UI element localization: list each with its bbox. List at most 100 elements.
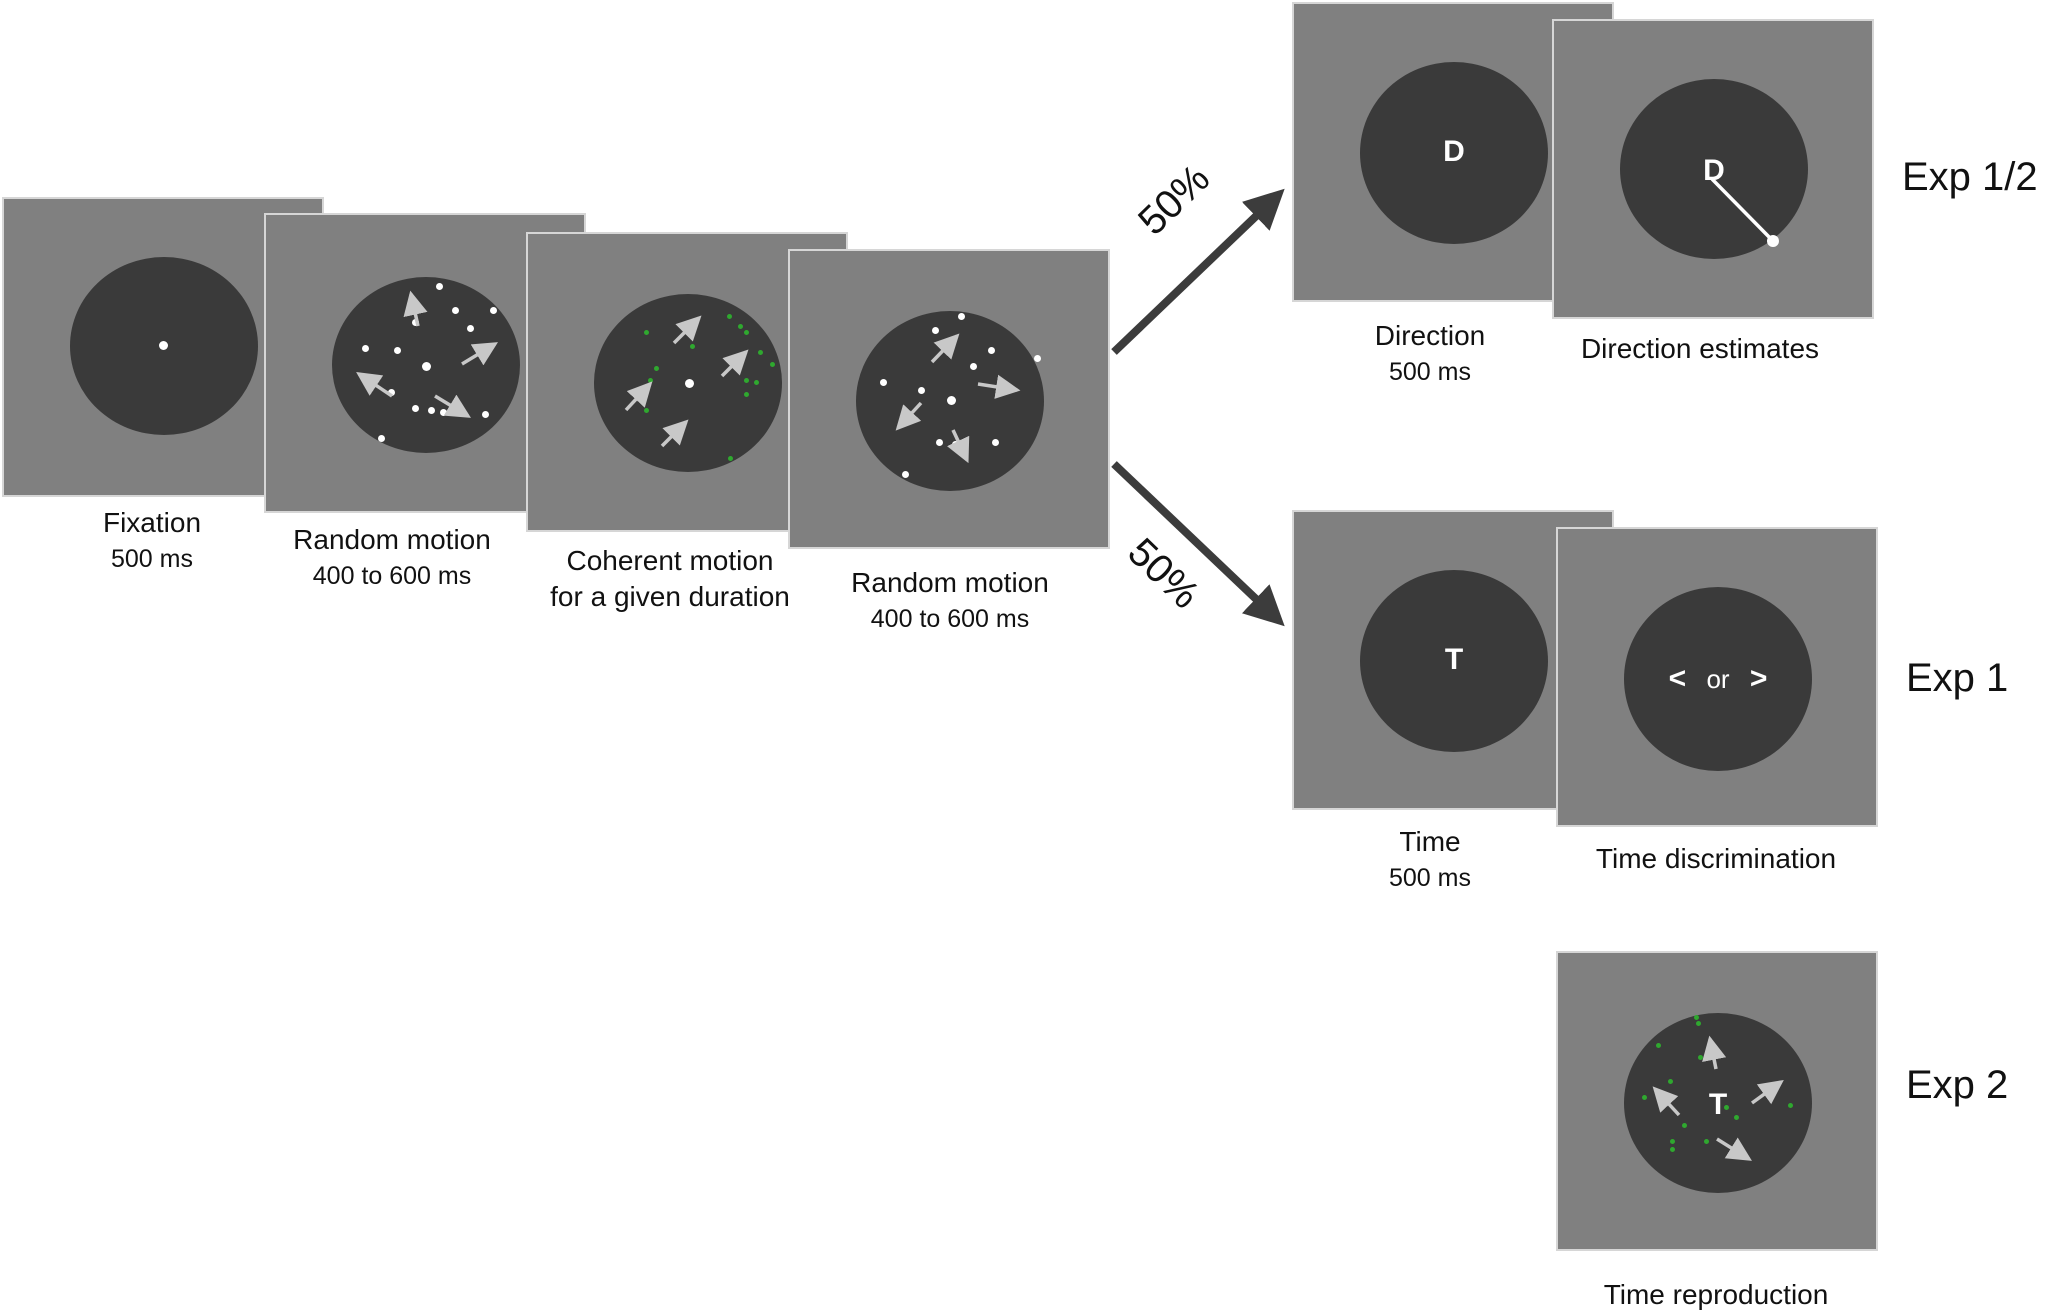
motion-arrow (624, 381, 653, 412)
or-text: or (1706, 664, 1730, 694)
motion-dot (482, 411, 489, 418)
coherent-dot (1668, 1079, 1673, 1084)
coherent-dot (727, 314, 732, 319)
coherent-dot (770, 362, 775, 367)
exp-1-label: Exp 1 (1906, 656, 2009, 700)
motion-arrow (895, 401, 923, 431)
random-motion-1-caption: Random motion 400 to 600 ms (262, 522, 522, 594)
motion-dot (362, 345, 369, 352)
motion-dot (918, 387, 925, 394)
time-discrimination-frame: < or > (1556, 527, 1878, 827)
coherent-dot (1698, 1055, 1703, 1060)
coherent-motion-line1: Coherent motion (566, 545, 774, 576)
motion-arrow (1750, 1079, 1784, 1105)
coherent-dot (1724, 1105, 1729, 1110)
time-reproduction-title: Time reproduction (1603, 1279, 1829, 1310)
coherent-dot (654, 366, 659, 371)
coherent-dot (738, 324, 743, 329)
random-motion-frame-2 (788, 249, 1110, 549)
time-discrimination-choice: < or > (1624, 661, 1812, 697)
motion-dot (440, 409, 447, 416)
random-motion-2-title: Random motion (851, 567, 1049, 598)
motion-dot (936, 439, 943, 446)
lower-branch-arrow (1111, 461, 1285, 627)
motion-arrow (461, 342, 498, 366)
coherent-dot (1788, 1103, 1793, 1108)
coherent-dot (1670, 1147, 1675, 1152)
coherent-dot (1734, 1115, 1739, 1120)
motion-arrow (1702, 1035, 1727, 1070)
motion-dot (992, 439, 999, 446)
motion-dot (490, 307, 497, 314)
coherent-dot (648, 378, 653, 383)
motion-arrow (672, 315, 702, 345)
coherent-dot (744, 392, 749, 397)
direction-estimates-caption: Direction estimates (1540, 331, 1860, 367)
time-reproduction-cue-letter: T (1708, 1088, 1728, 1121)
exp-1-2-label: Exp 1/2 (1902, 155, 2038, 199)
motion-dot (436, 283, 443, 290)
time-reproduction-arrows (1652, 1035, 1784, 1161)
fixation-caption: Fixation 500 ms (52, 505, 252, 577)
direction-estimates-frame: D (1552, 19, 1874, 319)
motion-arrow (403, 290, 428, 327)
motion-dot (932, 327, 939, 334)
coherent-dot (728, 456, 733, 461)
time-cue-letter: T (1444, 643, 1464, 676)
random-motion-arrows-1 (356, 290, 498, 418)
direction-estimates-title: Direction estimates (1580, 333, 1820, 364)
random-motion-2-caption: Random motion 400 to 600 ms (820, 565, 1080, 637)
coherent-dot (1704, 1139, 1709, 1144)
motion-dot (378, 435, 385, 442)
coherent-motion-line2: for a given duration (550, 581, 790, 612)
direction-estimates-cue-letter: D (1703, 154, 1725, 187)
motion-dot (394, 347, 401, 354)
coherent-dot (758, 350, 763, 355)
motion-dot (428, 407, 435, 414)
direction-response-indicator (1710, 177, 1779, 247)
motion-arrow (947, 429, 970, 464)
random-motion-arrows-2 (895, 333, 1021, 464)
coherent-dot (1696, 1021, 1701, 1026)
coherent-dot (744, 378, 749, 383)
direction-title: Direction (1374, 320, 1486, 351)
time-reproduction-caption: Time reproduction (1556, 1277, 1876, 1313)
motion-dot (902, 471, 909, 478)
motion-dot (388, 389, 395, 396)
fixation-aperture (70, 257, 258, 435)
motion-dot (970, 363, 977, 370)
motion-arrow (356, 372, 393, 398)
fixation-point (685, 379, 694, 388)
shorter-symbol: < (1668, 662, 1687, 695)
coherent-dot (1642, 1095, 1647, 1100)
motion-arrow (1652, 1086, 1681, 1117)
direction-response-line (1710, 177, 1775, 243)
direction-duration: 500 ms (1389, 358, 1471, 386)
fixation-point (947, 396, 956, 405)
fixation-point (422, 362, 431, 371)
motion-dot (1034, 355, 1041, 362)
direction-caption: Direction 500 ms (1330, 318, 1530, 390)
coherent-dot (1682, 1123, 1687, 1128)
motion-arrow (720, 349, 749, 378)
motion-dot (452, 307, 459, 314)
random-motion-1-title: Random motion (293, 524, 491, 555)
coherent-dot (754, 380, 759, 385)
time-caption: Time 500 ms (1330, 824, 1530, 896)
direction-response-handle (1767, 235, 1779, 247)
motion-arrow (434, 394, 471, 418)
time-duration: 500 ms (1389, 864, 1471, 892)
time-discrimination-caption: Time discrimination (1556, 841, 1876, 877)
coherent-dot (644, 408, 649, 413)
time-discrimination-aperture: < or > (1624, 587, 1812, 771)
coherent-dot (690, 344, 695, 349)
time-title: Time (1399, 826, 1461, 857)
motion-arrow (660, 419, 689, 448)
coherent-motion-arrows (624, 315, 749, 448)
motion-dot (988, 347, 995, 354)
exp-2-label: Exp 2 (1906, 1063, 2009, 1107)
motion-arrow (977, 374, 1021, 399)
time-discrimination-title: Time discrimination (1595, 843, 1837, 874)
longer-symbol: > (1749, 662, 1768, 695)
